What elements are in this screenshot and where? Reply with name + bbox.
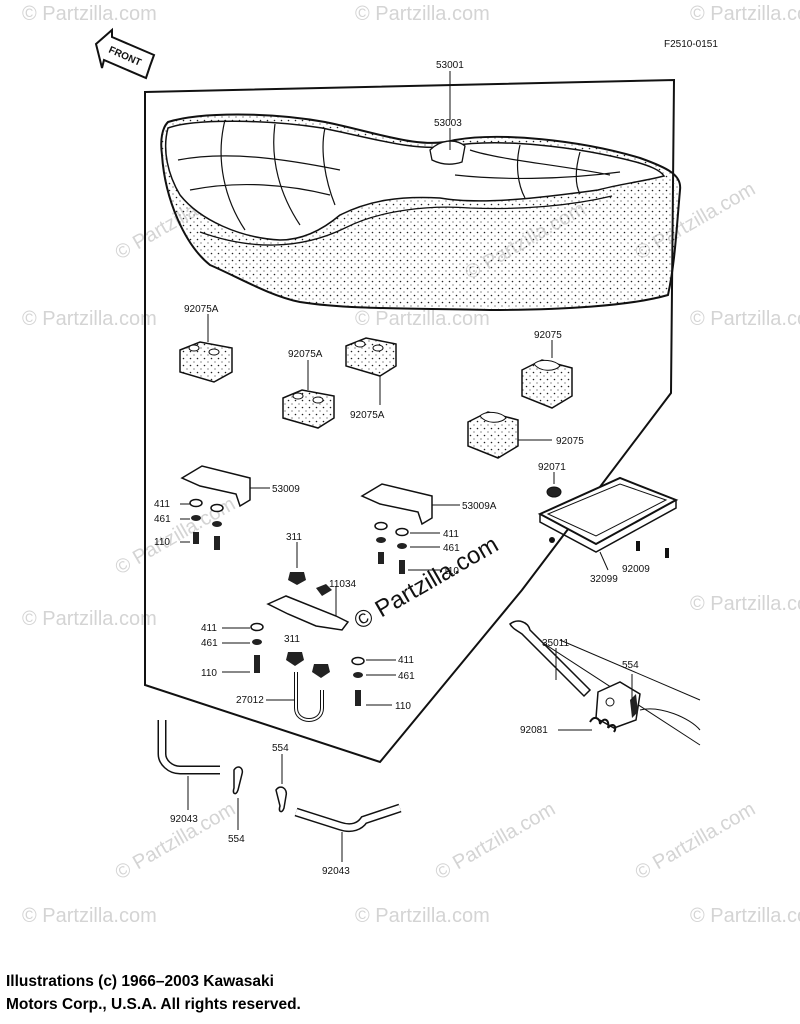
bracket (266, 584, 350, 631)
watermark: © Partzilla.com (22, 905, 157, 927)
part-label: 311 (286, 532, 302, 543)
damper-block (467, 411, 519, 459)
part-label: 554 (622, 660, 639, 671)
watermark: © Partzilla.com (690, 3, 800, 25)
damper-block (345, 337, 397, 377)
watermark: © Partzilla.com (432, 798, 560, 884)
watermark: © Partzilla.com (632, 798, 760, 884)
part-label: 92075 (534, 330, 562, 341)
nut-icon (286, 652, 304, 666)
copyright-line: Motors Corp., U.S.A. All rights reserved… (6, 996, 301, 1013)
part-label: 92081 (520, 725, 548, 736)
part-label: 92071 (538, 462, 566, 473)
part-label: 110 (154, 537, 170, 548)
part-label: 311 (284, 634, 300, 645)
nut-icon (288, 572, 306, 585)
part-label: 92075A (350, 410, 385, 421)
u-bolt (294, 672, 324, 722)
watermark: © Partzilla.com (22, 608, 157, 630)
watermark: © Partzilla.com (355, 905, 490, 927)
part-label: 461 (398, 671, 415, 682)
assembly-outline (144, 78, 676, 764)
part-label: 411 (398, 655, 414, 666)
grommet (546, 486, 562, 498)
clip-icon (275, 786, 288, 813)
part-label: 411 (443, 529, 459, 540)
part-label: 110 (201, 668, 217, 679)
part-label: 92043 (170, 814, 198, 825)
washer-stack (189, 498, 224, 550)
clip-icon (232, 766, 244, 795)
washer-stack (250, 622, 264, 673)
seat-lock-assembly (509, 620, 701, 746)
part-label: 92075 (556, 436, 584, 447)
part-label: 411 (154, 499, 170, 510)
watermark: © Partzilla.com (22, 3, 157, 25)
part-label: 461 (154, 514, 171, 525)
part-label: 92075A (184, 304, 219, 315)
figure-code: F2510-0151 (664, 39, 718, 50)
bracket (360, 483, 433, 526)
part-label: 11034 (329, 579, 357, 590)
part-label: 92009 (622, 564, 650, 575)
part-label: 554 (228, 834, 245, 845)
part-label: 554 (272, 743, 289, 754)
part-label: 53009A (462, 501, 497, 512)
watermark: © Partzilla.com (22, 308, 157, 330)
bolt-icon (636, 541, 669, 558)
watermark: © Partzilla.com (112, 798, 240, 884)
nut-icon (312, 664, 330, 678)
cable (157, 720, 220, 775)
part-label: 32099 (590, 574, 618, 585)
part-label: 110 (443, 566, 459, 577)
watermark: © Partzilla.com (690, 593, 800, 615)
part-label: 27012 (236, 695, 264, 706)
damper-block (179, 341, 233, 383)
damper-block (282, 389, 335, 429)
part-label: 411 (201, 623, 217, 634)
watermark: © Partzilla.com (355, 308, 490, 330)
watermark: © Partzilla.com (690, 308, 800, 330)
watermark: © Partzilla.com (690, 905, 800, 927)
copyright-notice: Illustrations (c) 1966–2003 Kawasaki Mot… (6, 970, 506, 1016)
part-label: 53001 (436, 60, 464, 71)
part-label: 110 (395, 701, 411, 712)
part-label: 461 (443, 543, 460, 554)
part-label: 92043 (322, 866, 350, 877)
part-label: 35011 (542, 638, 570, 649)
washer-stack (351, 656, 365, 706)
bracket (180, 465, 251, 508)
part-label: 461 (201, 638, 218, 649)
seat-illustration (160, 113, 682, 312)
copyright-line: Illustrations (c) 1966–2003 Kawasaki (6, 973, 274, 990)
watermark: © Partzilla.com (355, 3, 490, 25)
part-label: 92075A (288, 349, 323, 360)
battery-tray (537, 476, 679, 553)
damper-block (521, 359, 573, 409)
part-label: 53009 (272, 484, 300, 495)
washer-stack (374, 521, 409, 574)
part-label: 53003 (434, 118, 462, 129)
front-arrow-icon: FRONT (94, 27, 156, 80)
